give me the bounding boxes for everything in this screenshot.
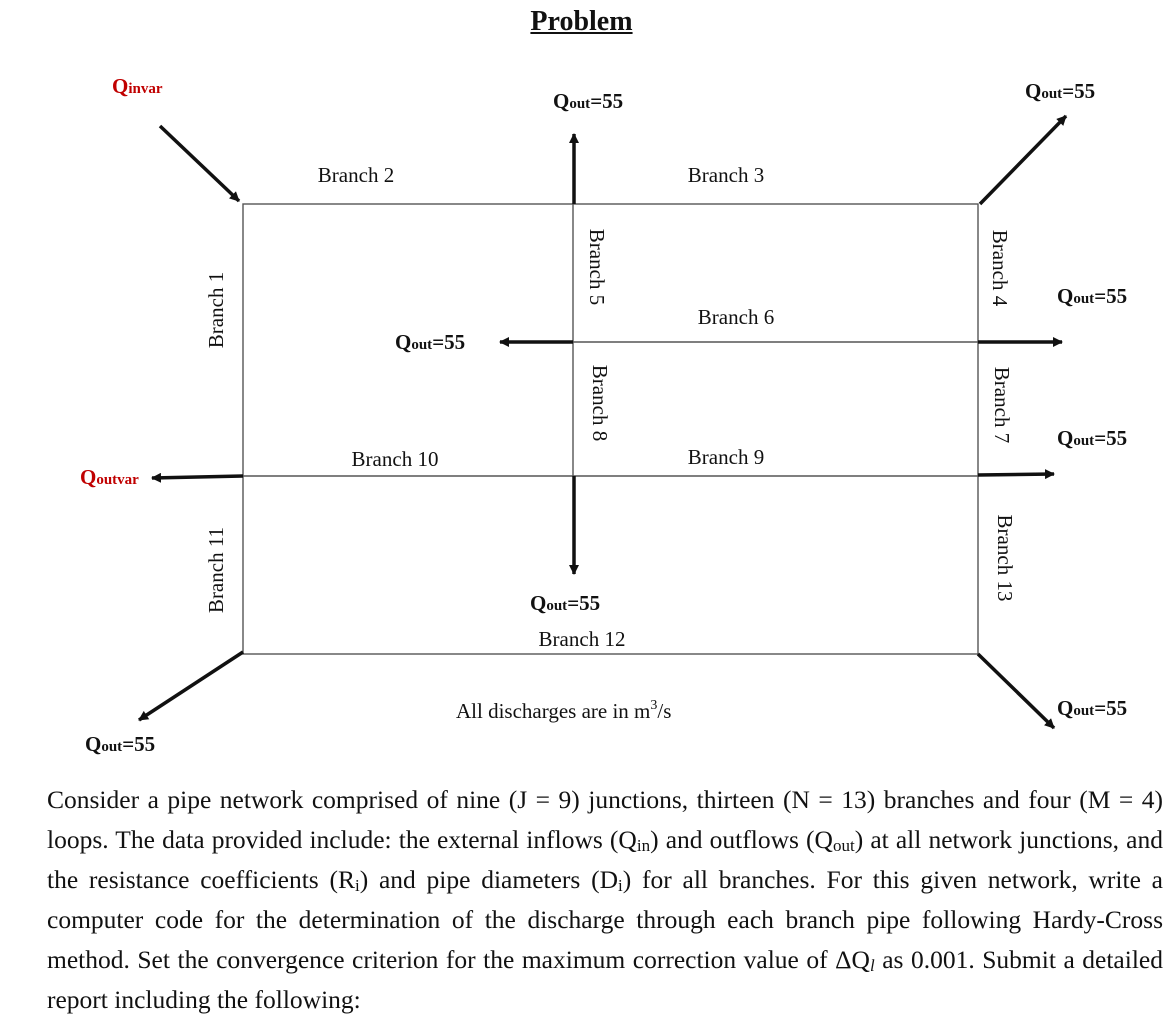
branch-6-label: Branch 6	[698, 305, 774, 329]
branch-labels: Branch 2 Branch 3 Branch 6 Branch 10 Bra…	[204, 163, 1017, 651]
outflow-var-arrow	[151, 472, 244, 483]
branch-12-label: Branch 12	[539, 627, 626, 651]
outflow-labels: Qout=55 Qout=55 Qout=55 Qout=55 Qout=55 …	[85, 79, 1127, 756]
branch-11-label: Branch 11	[204, 527, 228, 613]
branch-8-label: Branch 8	[588, 365, 612, 441]
inflow-var-label: Qinvar	[112, 74, 163, 98]
outflow-var-label: Qoutvar	[80, 465, 139, 489]
branch-7-label: Branch 7	[990, 367, 1014, 443]
qout-label-top-right: Qout=55	[1025, 79, 1095, 103]
branch-13-label: Branch 13	[993, 515, 1017, 602]
branch-2-label: Branch 2	[318, 163, 394, 187]
flow-arrows	[138, 114, 1068, 730]
branch-3-label: Branch 3	[688, 163, 764, 187]
qout-label-top-middle: Qout=55	[553, 89, 623, 113]
branch-9-label: Branch 9	[688, 445, 764, 469]
branch-1-label: Branch 1	[204, 272, 228, 348]
qout-label-right-2: Qout=55	[1057, 426, 1127, 450]
outflow-arrow-top-right	[978, 114, 1068, 206]
branch-4-label: Branch 4	[988, 230, 1012, 307]
branch-5-label: Branch 5	[585, 229, 609, 305]
units-note: All discharges are in m3/s	[456, 698, 671, 723]
problem-title: Problem	[530, 6, 633, 37]
inflow-arrow	[158, 124, 241, 203]
branch-10-label: Branch 10	[352, 447, 439, 471]
problem-statement: Consider a pipe network comprised of nin…	[47, 785, 1163, 1014]
network-outline	[242, 203, 979, 655]
qout-label-bottom-left: Qout=55	[85, 732, 155, 756]
outflow-arrow-bottom-right	[976, 652, 1056, 730]
qout-label-middle-left: Qout=55	[395, 330, 465, 354]
network-pipes	[242, 203, 979, 655]
qout-label-bottom-middle: Qout=55	[530, 591, 600, 615]
outflow-arrow-right-2	[977, 469, 1055, 480]
qout-label-bottom-right: Qout=55	[1057, 696, 1127, 720]
pipe-network-diagram: Branch 2 Branch 3 Branch 6 Branch 10 Bra…	[80, 74, 1127, 756]
outflow-arrow-bottom-left	[138, 650, 244, 722]
qout-label-right-1: Qout=55	[1057, 284, 1127, 308]
